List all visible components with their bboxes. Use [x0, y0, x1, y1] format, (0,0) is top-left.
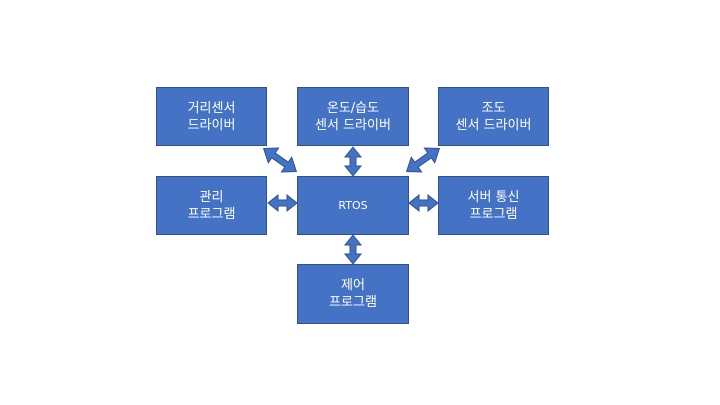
control-program-label-1: 제어 — [341, 278, 365, 293]
server-communication-program-box: 서버 통신 프로그램 — [438, 176, 549, 235]
management-program-label-2: 프로그램 — [187, 206, 236, 222]
temp-humidity-label-2: 센서 드라이버 — [315, 117, 391, 133]
server-communication-label-2: 프로그램 — [469, 206, 518, 222]
control-program-label-2: 프로그램 — [329, 295, 377, 310]
arrow-management-rtos — [267, 193, 298, 213]
management-program-label-1: 관리 — [199, 189, 224, 205]
arrow-distance-rtos — [262, 147, 298, 173]
distance-sensor-driver-label-1: 거리센서 — [187, 100, 236, 116]
light-sensor-label-1: 조도 — [481, 100, 506, 116]
server-communication-label-1: 서버 통신 — [467, 189, 520, 205]
distance-sensor-driver-box: 거리센서 드라이버 — [156, 87, 267, 146]
rtos-box: RTOS — [297, 176, 409, 235]
management-program-box: 관리 프로그램 — [156, 176, 267, 235]
arrow-temp-rtos — [343, 146, 363, 177]
light-sensor-driver-box: 조도 센서 드라이버 — [438, 87, 549, 146]
control-program-box: 제어 프로그램 — [297, 264, 409, 324]
temp-humidity-label-1: 온도/습도 — [326, 100, 380, 116]
temp-humidity-sensor-driver-box: 온도/습도 센서 드라이버 — [297, 87, 409, 146]
arrow-rtos-server — [408, 193, 439, 213]
arrow-light-rtos — [405, 147, 441, 173]
rtos-label: RTOS — [338, 199, 368, 212]
distance-sensor-driver-label-2: 드라이버 — [187, 117, 236, 133]
light-sensor-label-2: 센서 드라이버 — [455, 117, 532, 133]
arrow-rtos-control — [343, 234, 363, 265]
